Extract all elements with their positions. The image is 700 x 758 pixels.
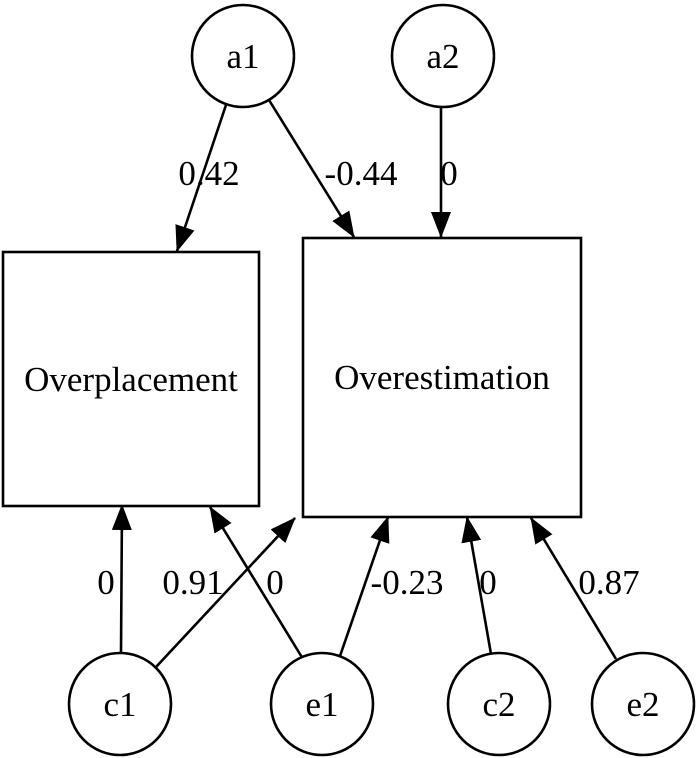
edge-label-group: 0.42 -0.44 0 0 0.91 0 -0.23 0 0.87	[97, 154, 639, 602]
c1-label: c1	[103, 685, 136, 724]
a2-label: a2	[426, 37, 459, 76]
edge-group	[111, 99, 618, 668]
a2-circle	[390, 3, 496, 109]
overestimation-label: Overestimation	[334, 358, 550, 397]
edge-a1-to-overplacement	[175, 104, 228, 252]
edge-c1-to-overplacement	[111, 504, 132, 654]
edge-c1-to-overestimation	[155, 517, 296, 668]
edge-e1-to-overestimation	[338, 516, 390, 657]
latent-node-a1: a1	[190, 3, 296, 109]
edge-label-e2-overestimation: 0.87	[578, 563, 639, 602]
edge-e1-to-overplacement	[208, 506, 305, 660]
latent-node-a2: a2	[390, 3, 496, 109]
a1-label: a1	[226, 37, 259, 76]
observed-node-overplacement: Overplacement	[1, 250, 261, 508]
edge-label-c1-overplacement: 0	[97, 563, 115, 602]
edge-c2-to-overestimation	[461, 516, 493, 655]
c1-circle	[67, 651, 173, 757]
e2-label: e2	[626, 685, 659, 724]
edge-label-e1-overestimation: -0.23	[371, 563, 444, 602]
overestimation-box	[301, 236, 583, 519]
e1-label: e1	[305, 685, 338, 724]
edge-label-c2-overestimation: 0	[479, 563, 497, 602]
latent-node-c2: c2	[446, 651, 552, 757]
edge-label-e1-overplacement: 0.91	[162, 563, 223, 602]
edge-a1-to-overestimation	[267, 99, 356, 238]
c2-circle	[446, 651, 552, 757]
overplacement-box	[1, 250, 261, 508]
c2-label: c2	[482, 685, 515, 724]
edge-label-c1-overestimation: 0	[266, 563, 284, 602]
edge-e2-to-overestimation	[529, 517, 618, 660]
latent-node-e2: e2	[590, 651, 696, 757]
e2-circle	[590, 651, 696, 757]
latent-node-e1: e1	[269, 651, 375, 757]
observed-node-overestimation: Overestimation	[301, 236, 583, 519]
edge-label-a2-overestimation: 0	[440, 154, 458, 193]
e1-circle	[269, 651, 375, 757]
a1-circle	[190, 3, 296, 109]
overplacement-label: Overplacement	[24, 360, 238, 399]
edge-label-a1-overplacement: 0.42	[178, 154, 239, 193]
latent-node-c1: c1	[67, 651, 173, 757]
edge-label-a1-overestimation: -0.44	[325, 154, 398, 193]
